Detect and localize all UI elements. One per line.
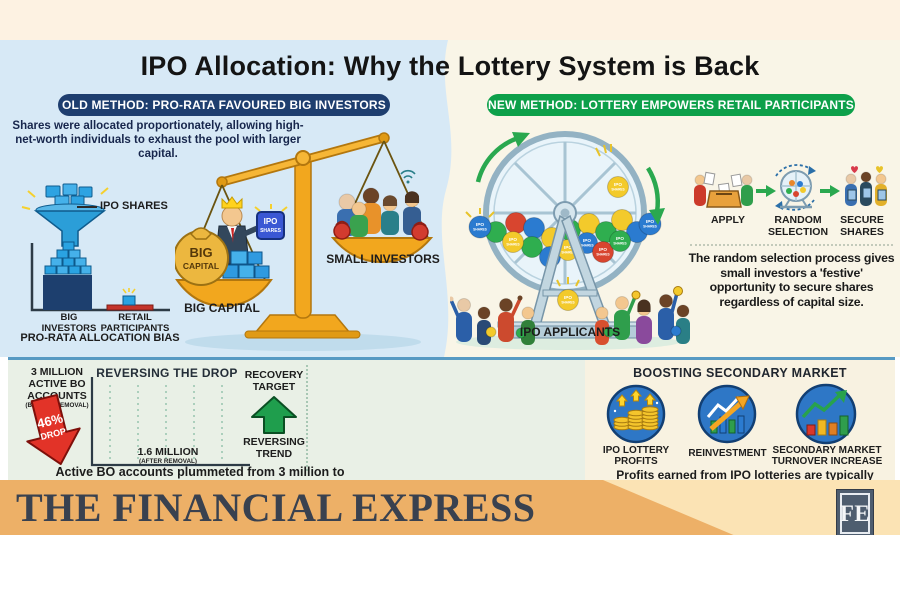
bo-caption: Active BO accounts plummeted from 3 mill… bbox=[55, 465, 345, 479]
ball-label: IPO bbox=[583, 238, 591, 243]
top-margin-strip bbox=[0, 0, 900, 40]
pro-rata-caption: PRO-RATA ALLOCATION BIAS bbox=[20, 332, 180, 344]
icon-label-reinvestment: REINVESTMENT bbox=[688, 448, 767, 459]
step-arrow-icon bbox=[766, 185, 776, 197]
funnel-icon bbox=[21, 183, 109, 247]
secondary-market-icons bbox=[606, 383, 857, 445]
ball-label: IPO bbox=[616, 236, 624, 241]
scale-left-pan-label: BIG CAPITAL bbox=[184, 301, 260, 315]
bo-before-line1: 3 MILLION bbox=[31, 366, 83, 378]
bo-after-value: 1.6 MILLION bbox=[137, 446, 199, 458]
apply-icon bbox=[694, 171, 753, 208]
ball-label: IPO bbox=[646, 219, 655, 225]
bottom-data-band: 3 MILLION ACTIVE BO ACCOUNTS (BEFORE REM… bbox=[0, 357, 900, 480]
ball-label: IPO bbox=[614, 182, 622, 187]
random-selection-icon bbox=[775, 164, 816, 211]
step-label-apply: APPLY bbox=[710, 214, 746, 226]
coins-icon bbox=[606, 384, 666, 444]
ball-label: SHARES bbox=[611, 188, 624, 192]
old-method-banner-label: OLD METHOD: PRO-RATA FAVOURED BIG INVEST… bbox=[62, 98, 386, 112]
page-title: IPO Allocation: Why the Lottery System i… bbox=[140, 51, 760, 81]
ball-label: SHARES bbox=[596, 253, 609, 257]
new-method-banner-label: NEW METHOD: LOTTERY EMPOWERS RETAIL PART… bbox=[487, 98, 855, 112]
turnover-icon bbox=[795, 383, 857, 445]
old-method-banner: OLD METHOD: PRO-RATA FAVOURED BIG INVEST… bbox=[58, 94, 390, 116]
held-cube-label-line2: SHARES bbox=[260, 228, 282, 234]
ball-label: IPO bbox=[564, 295, 572, 300]
bar-label-big-investors: BIG INVESTORS bbox=[41, 312, 97, 334]
ball-label: SHARES bbox=[561, 251, 574, 255]
fe-logo-frame: FE bbox=[840, 493, 870, 534]
reinvestment-icon bbox=[697, 384, 757, 444]
recovery-target-label: RECOVERY TARGET bbox=[244, 369, 304, 393]
ball-label: SHARES bbox=[506, 243, 519, 247]
bo-before-line2: ACTIVE BO bbox=[28, 377, 86, 390]
ball-label: IPO bbox=[564, 245, 572, 250]
bo-chart-title: REVERSING THE DROP bbox=[96, 366, 238, 380]
ball-label: IPO bbox=[509, 237, 517, 242]
pro-rata-bar-chart bbox=[30, 241, 170, 312]
masthead: THE FINANCIAL EXPRESS FE bbox=[0, 480, 900, 538]
ipo-applicants-label: IPO APPLICANTS bbox=[519, 325, 621, 339]
secondary-market-heading: BOOSTING SECONDARY MARKET bbox=[633, 366, 847, 380]
ipo-applicants-crowd bbox=[450, 286, 690, 345]
ball-label: SHARES bbox=[613, 242, 626, 246]
funnel-pointer-line bbox=[77, 206, 97, 208]
secondary-market-caption: Profits earned from IPO lotteries are ty… bbox=[616, 468, 874, 480]
steps-dotted-divider bbox=[690, 244, 893, 246]
ball-label: SHARES bbox=[561, 301, 574, 305]
step-arrow-icon bbox=[830, 185, 840, 197]
step-label-secure-shares: SECURE SHARES bbox=[840, 214, 884, 238]
step-label-random-selection: RANDOM SELECTION bbox=[767, 214, 829, 238]
icon-label-turnover-increase: SECONDARY MARKET TURNOVER INCREASE bbox=[771, 445, 883, 468]
ball-label: IPO bbox=[599, 247, 607, 252]
fe-logo-letters: FE bbox=[839, 500, 871, 526]
old-method-description: Shares were allocated proportionately, a… bbox=[12, 120, 304, 160]
bar-label-retail-participants: RETAIL PARTICIPANTS bbox=[100, 312, 170, 334]
ball-label: IPO bbox=[476, 222, 485, 228]
new-method-banner: NEW METHOD: LOTTERY EMPOWERS RETAIL PART… bbox=[487, 94, 855, 116]
bo-accounts-section-background bbox=[8, 360, 585, 480]
main-illustration-area: IPO Allocation: Why the Lottery System i… bbox=[0, 40, 900, 357]
ball-label: SHARES bbox=[580, 244, 593, 248]
fe-logo: FE bbox=[836, 489, 874, 538]
band-dotted-divider bbox=[306, 365, 308, 471]
money-bag-label-line1: BIG bbox=[189, 245, 212, 260]
bo-after-note: (AFTER REMOVAL) bbox=[139, 458, 197, 465]
scale-right-pan-label: SMALL INVESTORS bbox=[326, 252, 440, 266]
new-method-description: The random selection process gives small… bbox=[688, 251, 895, 309]
held-cube-label-line1: IPO bbox=[264, 217, 278, 226]
bottom-margin-strip bbox=[0, 535, 900, 600]
band-left-margin bbox=[0, 357, 8, 480]
bo-trend-chart bbox=[90, 377, 250, 467]
icon-label-ipo-lottery-profits: IPO LOTTERY PROFITS bbox=[602, 445, 670, 468]
balance-scale-icon: IPO SHARES BIG CAPITAL bbox=[175, 132, 434, 351]
band-top-rule bbox=[8, 357, 895, 360]
newspaper-name: THE FINANCIAL EXPRESS bbox=[16, 485, 536, 530]
green-up-arrow-icon bbox=[251, 396, 297, 434]
ball-label: SHARES bbox=[473, 228, 488, 232]
old-method-panel-background bbox=[0, 40, 452, 357]
ball-label: SHARES bbox=[643, 225, 658, 229]
drop-percent-label: 46% bbox=[36, 410, 65, 431]
red-down-arrow-icon: 46% DROP bbox=[26, 393, 81, 466]
secure-shares-icon bbox=[845, 166, 887, 206]
funnel-label: IPO SHARES bbox=[100, 200, 168, 212]
money-bag-label-line2: CAPITAL bbox=[183, 261, 219, 271]
reversing-trend-label: REVERSING TREND bbox=[243, 436, 305, 460]
lottery-steps-illustration bbox=[694, 164, 887, 211]
